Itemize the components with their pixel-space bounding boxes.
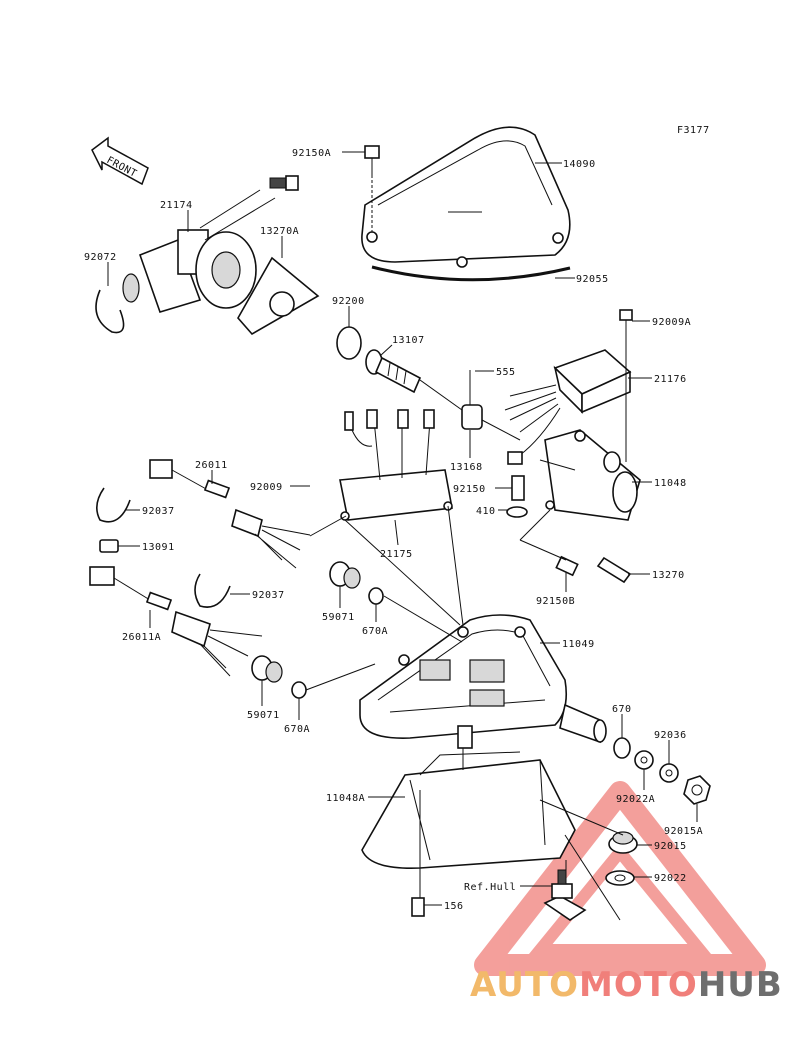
bolt-92009A <box>619 309 633 345</box>
label-13270: 13270 <box>652 570 685 581</box>
electric-case-11049 <box>359 614 607 749</box>
label-92055: 92055 <box>576 274 609 285</box>
starter-motor-21174 <box>122 175 299 313</box>
label-670A-a: 670A <box>362 626 388 637</box>
bolt-92150B <box>555 555 579 577</box>
washer-92022 <box>605 870 635 886</box>
oring-670 <box>613 737 631 759</box>
connector-26011A <box>89 566 263 677</box>
label-26011A: 26011A <box>122 632 161 643</box>
bolt-156 <box>411 897 425 917</box>
watermark-auto: AUTO <box>470 965 579 1005</box>
grommet-59071b <box>251 655 283 683</box>
label-555: 555 <box>496 367 516 378</box>
band-92037a <box>96 487 131 523</box>
label-11048A: 11048A <box>326 793 365 804</box>
label-92009: 92009 <box>250 482 283 493</box>
washer-92022A <box>634 750 654 770</box>
bracket-11048A <box>361 751 576 869</box>
watermark-logo <box>474 781 766 976</box>
label-92037-b: 92037 <box>252 590 285 601</box>
bracket-11048 <box>544 429 641 521</box>
mount-ref-hull <box>543 869 587 921</box>
label-92200: 92200 <box>332 296 365 307</box>
label-92150: 92150 <box>453 484 486 495</box>
watermark-hub: HUB <box>698 965 783 1005</box>
label-59071-b: 59071 <box>247 710 280 721</box>
label-92037-a: 92037 <box>142 506 175 517</box>
label-59071-a: 59071 <box>322 612 355 623</box>
label-670: 670 <box>612 704 632 715</box>
oring-670Aa <box>368 587 384 605</box>
label-92022: 92022 <box>654 873 687 884</box>
washer-410 <box>506 506 528 518</box>
cap-13091 <box>99 539 119 553</box>
clamp-13168 <box>461 370 483 430</box>
front-arrow-icon: FRONT <box>91 136 149 186</box>
label-21176: 21176 <box>654 374 687 385</box>
bolt-92150 <box>511 475 525 501</box>
collar-92036 <box>659 763 679 783</box>
bolt-92150A <box>364 145 380 175</box>
label-26011: 26011 <box>195 460 228 471</box>
label-92015A: 92015A <box>664 826 703 837</box>
label-410: 410 <box>476 506 496 517</box>
label-92022A: 92022A <box>616 794 655 805</box>
label-92015: 92015 <box>654 841 687 852</box>
label-14090: 14090 <box>563 159 596 170</box>
label-670A-b: 670A <box>284 724 310 735</box>
band-92037b <box>194 573 231 608</box>
part-labels: F3177 92150A 14090 92055 21174 13270A 92… <box>84 125 710 912</box>
label-92150B: 92150B <box>536 596 575 607</box>
plug-13107 <box>365 349 422 394</box>
label-13107: 13107 <box>392 335 425 346</box>
band-92072 <box>95 289 125 334</box>
label-21175: 21175 <box>380 549 413 560</box>
connector-26011 <box>149 459 311 569</box>
label-11048: 11048 <box>654 478 687 489</box>
leader-lines <box>107 151 698 921</box>
oring-92200 <box>336 326 362 360</box>
label-156: 156 <box>444 901 464 912</box>
ignition-coil-21176 <box>504 349 632 465</box>
watermark-text: AUTOMOTOHUB <box>470 965 783 1005</box>
label-92009A: 92009A <box>652 317 691 328</box>
watermark-triangle-icon <box>474 781 766 976</box>
label-11049: 11049 <box>562 639 595 650</box>
label-92036: 92036 <box>654 730 687 741</box>
regulator-21175 <box>339 409 453 521</box>
svg-text:AUTOMOTOHUB: AUTOMOTOHUB <box>470 965 783 1005</box>
oring-670Ab <box>291 681 307 699</box>
clip-13270 <box>596 556 632 584</box>
gasket-13270A <box>237 256 320 336</box>
label-13270A: 13270A <box>260 226 299 237</box>
grommet-59071a <box>329 561 361 589</box>
label-92150A: 92150A <box>292 148 331 159</box>
label-92072: 92072 <box>84 252 117 263</box>
watermark-moto: MOTO <box>579 965 698 1005</box>
nut-92015A <box>683 775 711 805</box>
label-13168: 13168 <box>450 462 483 473</box>
label-13091: 13091 <box>142 542 175 553</box>
label-ref-hull: Ref.Hull <box>464 882 516 893</box>
label-21174: 21174 <box>160 200 193 211</box>
nut-92015 <box>608 831 638 854</box>
electric-case-cover-14090 <box>361 126 571 282</box>
figure-code: F3177 <box>677 125 710 136</box>
